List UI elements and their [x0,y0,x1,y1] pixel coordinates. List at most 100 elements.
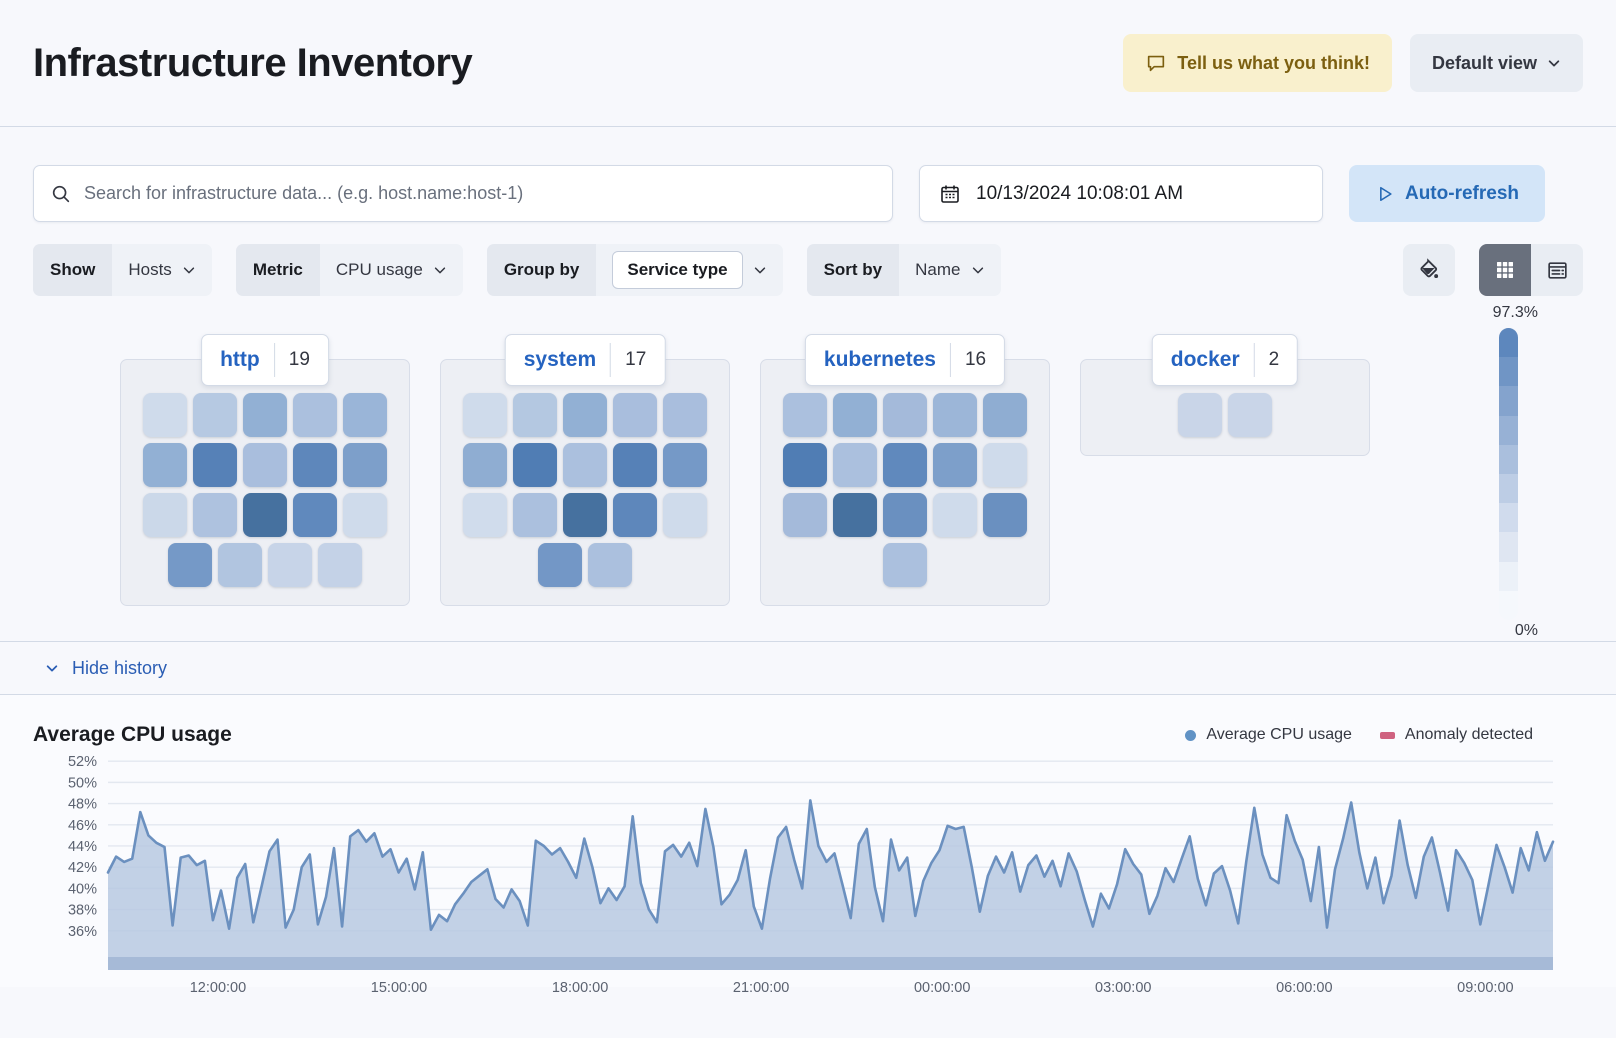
search-input[interactable] [84,183,876,204]
feedback-button[interactable]: Tell us what you think! [1123,34,1392,92]
x-axis-tick-label: 00:00:00 [914,980,970,996]
host-tile[interactable] [883,393,927,437]
group-by-selected-pill[interactable]: Service type [612,251,743,289]
host-tile[interactable] [613,393,657,437]
chart-legend: Average CPU usage Anomaly detected [1185,726,1533,744]
host-tile[interactable] [1178,393,1222,437]
date-time-picker[interactable]: 10/13/2024 10:08:01 AM [919,165,1323,222]
host-tile[interactable] [613,443,657,487]
host-tile[interactable] [983,493,1027,537]
sort-by-dropdown[interactable]: Name [899,244,1001,296]
host-tile[interactable] [833,493,877,537]
scale-step [1499,444,1518,475]
host-tile[interactable] [933,393,977,437]
tile-row [883,543,927,587]
x-axis-tick-label: 12:00:00 [190,980,246,996]
host-tile[interactable] [833,443,877,487]
host-tile[interactable] [783,393,827,437]
view-mode-toggle [1479,244,1583,296]
host-tile[interactable] [268,543,312,587]
group-host-count: 16 [964,349,987,370]
host-tile[interactable] [463,443,507,487]
color-palette-button[interactable] [1403,244,1455,296]
legend-item-anomaly[interactable]: Anomaly detected [1379,726,1533,744]
host-tile[interactable] [513,443,557,487]
grid-view-button[interactable] [1479,244,1531,296]
host-tile[interactable] [883,493,927,537]
host-tile[interactable] [218,543,262,587]
host-tile[interactable] [563,443,607,487]
host-tile[interactable] [663,493,707,537]
host-tile[interactable] [783,443,827,487]
host-tile[interactable] [193,443,237,487]
host-tile[interactable] [343,493,387,537]
sort-by-label: Sort by [806,244,900,296]
host-tile[interactable] [983,393,1027,437]
host-tile[interactable] [243,443,287,487]
scale-step [1499,474,1518,504]
legend-anomaly-swatch [1379,731,1395,739]
tile-row [463,393,707,437]
group-host-count: 19 [288,349,310,370]
host-tile[interactable] [343,393,387,437]
host-tile[interactable] [293,493,337,537]
host-tile[interactable] [193,393,237,437]
view-selector-button[interactable]: Default view [1409,34,1583,92]
host-tile[interactable] [663,393,707,437]
host-tile[interactable] [243,493,287,537]
speech-bubble-icon [1145,52,1167,74]
host-tile[interactable] [293,443,337,487]
show-dropdown[interactable]: Hosts [112,244,212,296]
host-tile[interactable] [513,393,557,437]
host-tile[interactable] [1228,393,1272,437]
color-scale-bar [1499,328,1518,620]
auto-refresh-button[interactable]: Auto-refresh [1349,165,1545,222]
metric-dropdown[interactable]: CPU usage [319,244,463,296]
host-tile[interactable] [193,493,237,537]
host-tile[interactable] [933,493,977,537]
group-by-dropdown[interactable]: Service type [596,244,783,296]
host-tile[interactable] [463,493,507,537]
host-tile[interactable] [883,443,927,487]
host-tile[interactable] [563,393,607,437]
chevron-down-icon [46,665,58,672]
auto-refresh-label: Auto-refresh [1404,182,1519,204]
host-tile[interactable] [463,393,507,437]
host-tile[interactable] [318,543,362,587]
host-tile[interactable] [538,543,582,587]
host-tile[interactable] [833,393,877,437]
hide-history-toggle[interactable]: Hide history [45,658,167,679]
scale-step [1499,415,1518,445]
host-tile[interactable] [613,493,657,537]
host-tile[interactable] [243,393,287,437]
y-axis-tick-label: 48% [68,797,97,813]
host-tile[interactable] [343,443,387,487]
table-view-button[interactable] [1531,244,1583,296]
x-axis-tick-label: 21:00:00 [733,980,789,996]
host-tile[interactable] [983,443,1027,487]
host-tile[interactable] [168,543,212,587]
host-tile[interactable] [143,393,187,437]
legend-item-avg-cpu[interactable]: Average CPU usage [1185,726,1352,744]
group-name: system [523,348,597,371]
host-tile[interactable] [663,443,707,487]
tile-row [143,493,387,537]
host-tile[interactable] [588,543,632,587]
chevron-down-icon [183,267,194,274]
host-tile[interactable] [883,543,927,587]
search-box[interactable] [33,165,893,222]
host-tile[interactable] [143,443,187,487]
host-tile[interactable] [783,493,827,537]
host-tile[interactable] [293,393,337,437]
metric-value: CPU usage [335,260,423,279]
host-tile[interactable] [933,443,977,487]
host-tile[interactable] [563,493,607,537]
host-tile[interactable] [513,493,557,537]
y-axis-tick-label: 40% [68,881,97,897]
host-tile[interactable] [143,493,187,537]
